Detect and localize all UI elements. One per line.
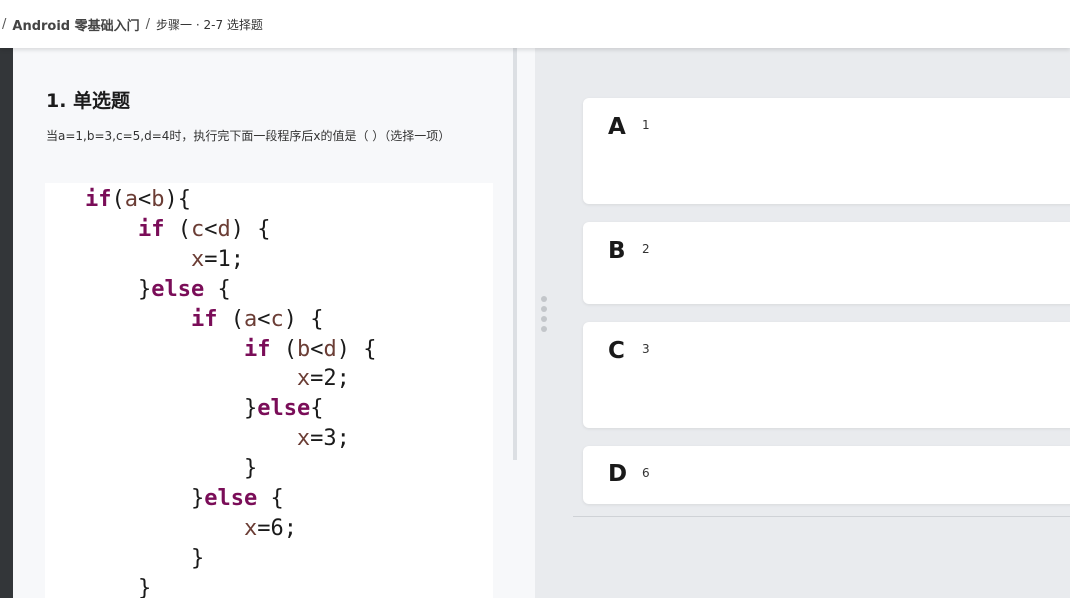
drag-dot-icon (541, 326, 547, 332)
code-line: x=1; (85, 247, 244, 272)
code-text: if(a<b){ if (c<d) { x=1; }else { if (a<c… (85, 185, 376, 598)
pane-scrollbar[interactable] (513, 48, 517, 460)
code-punctuation: ( (111, 187, 125, 212)
question-title: 1. 单选题 (46, 90, 131, 112)
code-line: if(a<b){ (85, 187, 191, 212)
code-punctuation: =3; (310, 426, 350, 452)
option-a[interactable]: A 1 (583, 98, 1070, 204)
code-variable: a (243, 306, 258, 332)
breadcrumb: / Android 零基础入门 / 步骤一 · 2-7 选择题 (0, 0, 1070, 48)
code-variable: a (124, 187, 138, 212)
code-line: } (85, 546, 204, 571)
code-punctuation: ) { (230, 216, 271, 242)
code-variable: x (243, 515, 258, 541)
option-value: 2 (642, 242, 650, 256)
code-punctuation: ) { (283, 306, 324, 332)
code-punctuation: < (204, 216, 218, 242)
question-pane: 1. 单选题 当a=1,b=3,c=5,d=4时，执行完下面一段程序后x的值是（… (13, 48, 535, 598)
code-line: }else { (85, 486, 284, 511)
code-variable: x (296, 426, 311, 452)
code-keyword: if (243, 336, 271, 362)
option-c[interactable]: C 3 (583, 322, 1070, 428)
code-variable: b (296, 336, 311, 362)
code-variable: c (270, 306, 284, 332)
code-keyword: else (257, 396, 311, 422)
code-keyword: else (204, 486, 258, 512)
question-text: 当a=1,b=3,c=5,d=4时，执行完下面一段程序后x的值是（ ）（选择一项… (46, 129, 451, 143)
code-line: x=6; (85, 516, 297, 541)
code-punctuation: } (137, 276, 152, 302)
pane-resize-handle[interactable] (540, 296, 548, 332)
option-value: 1 (642, 118, 650, 132)
code-punctuation: ( (270, 336, 297, 362)
code-punctuation: ) { (336, 336, 377, 362)
code-variable: c (190, 216, 205, 242)
code-line: x=3; (85, 426, 350, 451)
code-punctuation: ( (217, 306, 244, 332)
code-line: }else{ (85, 396, 323, 421)
code-punctuation: =2; (310, 366, 350, 392)
code-keyword: if (85, 187, 112, 212)
option-letter: C (608, 338, 625, 364)
code-punctuation: } (190, 486, 205, 512)
code-variable: x (296, 366, 311, 392)
side-strip (0, 48, 13, 598)
code-line: x=2; (85, 366, 350, 391)
code-punctuation: ){ (164, 187, 192, 212)
code-line: } (85, 576, 151, 598)
code-punctuation: { (257, 486, 284, 512)
code-block: if(a<b){ if (c<d) { x=1; }else { if (a<c… (45, 183, 493, 598)
options-divider (573, 516, 1070, 517)
code-line: if (b<d) { (85, 336, 377, 362)
code-punctuation: < (138, 187, 152, 212)
code-line: }else { (85, 277, 231, 302)
code-keyword: if (137, 216, 165, 242)
drag-dot-icon (541, 316, 547, 322)
breadcrumb-separator: / (2, 16, 7, 32)
code-line: } (85, 456, 257, 481)
code-punctuation: } (137, 575, 152, 598)
code-keyword: else (151, 276, 205, 302)
option-letter: A (608, 114, 626, 140)
code-variable: x (190, 246, 205, 272)
code-punctuation: { (310, 396, 324, 422)
drag-dot-icon (541, 306, 547, 312)
option-letter: D (608, 461, 628, 487)
breadcrumb-course-link[interactable]: Android 零基础入门 (12, 18, 140, 34)
breadcrumb-separator: / (145, 16, 151, 32)
code-punctuation: { (204, 276, 231, 302)
drag-dot-icon (541, 296, 547, 302)
code-punctuation: < (310, 336, 324, 362)
option-letter: B (608, 238, 626, 264)
code-punctuation: ( (164, 216, 191, 242)
code-punctuation: } (243, 396, 258, 422)
code-keyword: if (190, 306, 218, 332)
code-line: if (c<d) { (85, 216, 271, 242)
code-punctuation: < (257, 306, 271, 332)
option-value: 6 (642, 466, 650, 480)
code-variable: b (151, 187, 165, 212)
code-variable: d (217, 216, 231, 242)
code-punctuation: =1; (204, 246, 244, 272)
code-line: if (a<c) { (85, 306, 324, 332)
code-punctuation: =6; (257, 515, 297, 541)
code-punctuation: } (243, 456, 258, 482)
option-b[interactable]: B 2 (583, 222, 1070, 304)
option-d[interactable]: D 6 (583, 446, 1070, 504)
breadcrumb-current-step: 步骤一 · 2-7 选择题 (156, 17, 263, 32)
code-variable: d (323, 336, 337, 362)
option-value: 3 (642, 342, 650, 356)
code-punctuation: } (190, 545, 205, 571)
